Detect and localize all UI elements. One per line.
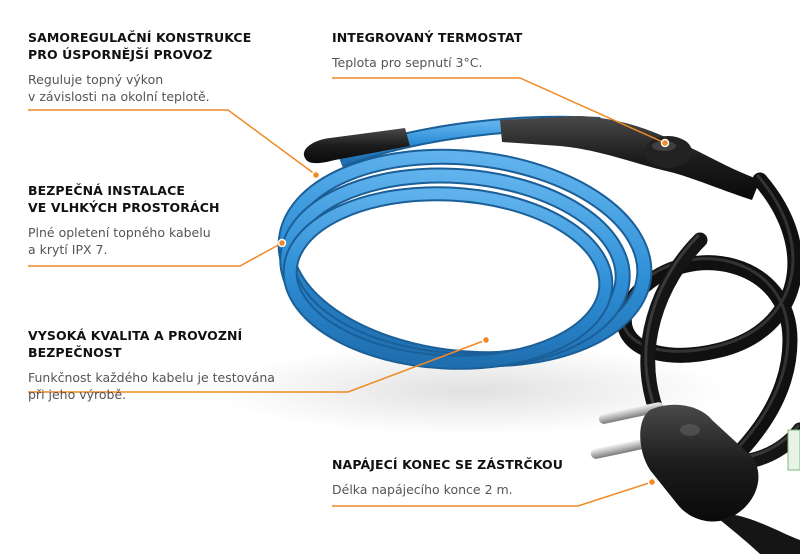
callout-text: Funkčnost každého kabelu je testována př… xyxy=(28,370,275,402)
callout-quality: VYSOKÁ KVALITA A PROVOZNÍ BEZPEČNOST Fun… xyxy=(28,327,328,403)
leader-dot-self-regulating xyxy=(311,170,321,180)
callout-thermostat: INTEGROVANÝ TERMOSTAT Teplota pro sepnut… xyxy=(332,29,582,71)
callout-text: Reguluje topný výkon v závislosti na oko… xyxy=(28,72,210,104)
callout-text: Teplota pro sepnutí 3°C. xyxy=(332,55,483,70)
callout-title: NAPÁJECÍ KONEC SE ZÁSTRČKOU xyxy=(332,457,564,472)
cable-tag xyxy=(787,429,800,471)
leader-line-thermostat xyxy=(332,77,666,144)
floor-shadow xyxy=(210,345,730,435)
leader-dot-quality xyxy=(481,335,491,345)
callout-self-regulating: SAMOREGULAČNÍ KONSTRUKCE PRO ÚSPORNĚJŠÍ … xyxy=(28,29,278,105)
callout-title: INTEGROVANÝ TERMOSTAT xyxy=(332,30,523,45)
leader-line-self-regulating xyxy=(28,109,317,176)
callout-text: Délka napájecího konce 2 m. xyxy=(332,482,513,497)
leader-line-quality xyxy=(28,339,487,393)
thermostat xyxy=(500,116,760,200)
plug xyxy=(590,402,800,554)
callout-power-end: NAPÁJECÍ KONEC SE ZÁSTRČKOU Délka napáje… xyxy=(332,456,582,498)
callout-title: BEZPEČNÁ INSTALACE VE VLHKÝCH PROSTORÁCH xyxy=(28,183,220,215)
leader-dot-power-end xyxy=(647,477,657,487)
callout-title: SAMOREGULAČNÍ KONSTRUKCE PRO ÚSPORNĚJŠÍ … xyxy=(28,30,252,62)
leader-line-safe-install xyxy=(28,242,283,267)
leader-line-power-end xyxy=(332,481,653,507)
leader-dots xyxy=(277,138,670,487)
leader-lines xyxy=(28,77,666,507)
end-cap xyxy=(303,128,410,164)
leader-dot-safe-install xyxy=(277,238,287,248)
callout-safe-install: BEZPEČNÁ INSTALACE VE VLHKÝCH PROSTORÁCH… xyxy=(28,182,278,258)
callout-title: VYSOKÁ KVALITA A PROVOZNÍ BEZPEČNOST xyxy=(28,328,243,360)
heating-cable-coil xyxy=(277,115,653,370)
leader-dot-thermostat xyxy=(660,138,670,148)
callout-text: Plné opletení topného kabelu a krytí IPX… xyxy=(28,225,211,257)
